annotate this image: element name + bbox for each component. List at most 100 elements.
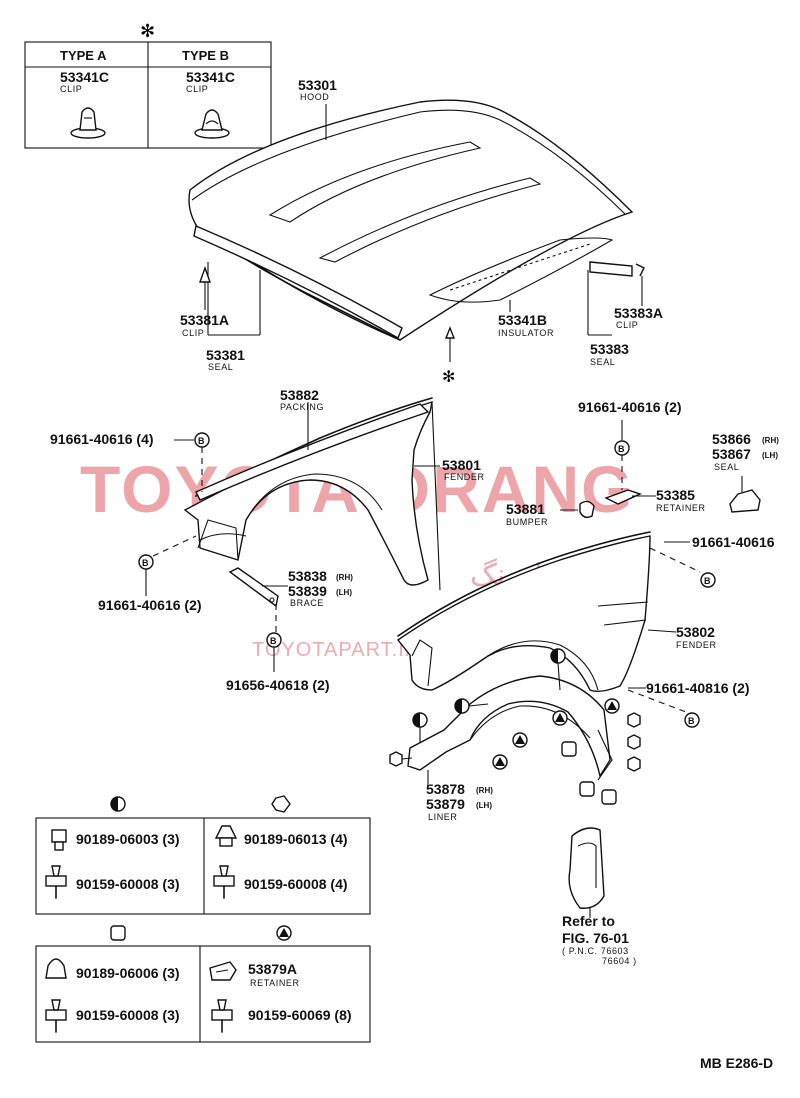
bolt-marker-left-bottom: B xyxy=(138,535,197,596)
fender-lh-label: FENDER xyxy=(444,472,485,482)
fender-rh-pn: 53802 xyxy=(676,624,715,640)
type-b-header: TYPE B xyxy=(182,48,229,63)
screw-icon xyxy=(213,865,235,899)
half-circle-marker xyxy=(550,648,566,691)
fender-rh-label: FENDER xyxy=(676,640,717,650)
clip-53381a-pn: 53381A xyxy=(180,312,229,328)
insulator-label: INSULATOR xyxy=(498,328,554,338)
square-marker xyxy=(561,741,577,757)
retainer-pn: 53385 xyxy=(656,487,695,503)
bolt-marker-fender-right: B xyxy=(649,541,716,588)
note-asterisk-bottom: ✻ xyxy=(442,369,455,386)
liner-rh-pn: 53878 xyxy=(426,781,465,797)
reference-note: Refer to FIG. 76-01 ( P.N.C. 76603 76604… xyxy=(562,913,637,966)
reference-line1: Refer to xyxy=(562,913,615,929)
reference-line3: ( P.N.C. 76603 xyxy=(562,946,629,956)
bolt-retainer-pn: 91661-40616 (2) xyxy=(578,399,682,415)
nut-icon xyxy=(45,958,67,979)
hood-pn: 53301 xyxy=(298,77,337,93)
legend-triangle-symbol xyxy=(276,925,292,941)
type-table: ✻ TYPE A TYPE B 53341C 53341C CLIP CLIP xyxy=(24,21,272,149)
seal-53381-drawing xyxy=(193,225,403,340)
screw-icon xyxy=(211,999,233,1033)
brace-drawing: B xyxy=(228,567,288,672)
bolt-marker-fender-bottom: B xyxy=(627,687,700,728)
bolt-left-bottom-pn: 91661-40616 (2) xyxy=(98,597,202,613)
retainer-clip-icon xyxy=(209,961,237,981)
diamond-marker xyxy=(627,734,641,750)
seal-rh-suffix: (RH) xyxy=(762,436,779,445)
clip-53381a-icon xyxy=(199,265,211,310)
note-asterisk-top: ✻ xyxy=(140,21,155,41)
triangle-marker xyxy=(512,732,528,748)
half-circle-marker xyxy=(412,712,428,742)
legend-table-2-frame xyxy=(35,945,371,1043)
type-a-header: TYPE A xyxy=(60,48,107,63)
legend-square-row1: 90189-06006 (3) xyxy=(76,965,180,981)
bolt-fender-right-pn: 91661-40616 xyxy=(692,534,775,550)
diamond-marker xyxy=(627,756,641,772)
fender-lh-pn: 53801 xyxy=(442,457,481,473)
legend-table-2: 90189-06006 (3) 90159-60008 (3) 53879A R… xyxy=(35,925,371,1043)
brace-rh-pn: 53838 xyxy=(288,568,327,584)
liner-drawing xyxy=(407,675,613,784)
nut-icon xyxy=(214,825,238,847)
svg-text:B: B xyxy=(618,444,625,454)
packing-label: PACKING xyxy=(280,402,324,412)
brace-lh-pn: 53839 xyxy=(288,583,327,599)
bolt-fender-rh-bottom-pn: 91661-40816 (2) xyxy=(646,680,750,696)
fastener-markers xyxy=(389,648,641,805)
bumper-label: BUMPER xyxy=(506,517,548,527)
bolt-marker-left-top: B xyxy=(174,432,210,492)
hood-drawing xyxy=(188,99,634,341)
fender-rh-drawing xyxy=(396,531,651,693)
legend-table-1: 90189-06003 (3) 90159-60008 (3) 90189-06… xyxy=(35,795,371,915)
liner-label: LINER xyxy=(428,812,458,822)
type-a-label: CLIP xyxy=(60,84,82,94)
brace-lh-suffix: (LH) xyxy=(336,588,352,597)
mudflap-drawing xyxy=(568,827,605,918)
nut-icon xyxy=(51,829,67,851)
legend-square-symbol xyxy=(110,925,126,941)
legend-square-row2: 90159-60008 (3) xyxy=(76,1007,180,1023)
retainer-label: RETAINER xyxy=(656,503,706,513)
seal-label: SEAL xyxy=(714,462,739,472)
legend-diamond-row2: 90159-60008 (4) xyxy=(244,876,348,892)
liner-rh-suffix: (RH) xyxy=(476,786,493,795)
svg-text:B: B xyxy=(688,716,695,726)
legend-diamond-symbol xyxy=(271,795,291,813)
figure-code: MB E286-D xyxy=(700,1055,773,1071)
seal-53381-pn: 53381 xyxy=(206,347,245,363)
packing-pn: 53882 xyxy=(280,387,319,403)
svg-text:B: B xyxy=(142,558,149,568)
packing-53882-drawing xyxy=(195,402,430,501)
brace-label: BRACE xyxy=(290,598,324,608)
liner-lh-pn: 53879 xyxy=(426,796,465,812)
clip-53381a-label: CLIP xyxy=(182,328,204,338)
triangle-marker xyxy=(492,754,508,770)
watermark-url: TOYOTAPART.IR xyxy=(252,639,420,661)
hood-clip-asterisk: ✻ xyxy=(442,326,455,386)
diamond-marker xyxy=(627,712,641,728)
legend-half-circle-symbol xyxy=(110,796,126,812)
insulator-pn: 53341B xyxy=(498,312,547,328)
triangle-marker xyxy=(552,710,568,726)
seal-53381-label: SEAL xyxy=(208,362,233,372)
type-b-label: CLIP xyxy=(186,84,208,94)
square-marker xyxy=(579,781,595,797)
legend-diamond-row1: 90189-06013 (4) xyxy=(244,831,348,847)
screw-icon xyxy=(45,865,67,899)
legend-triangle-row1-label: RETAINER xyxy=(250,978,300,988)
seal-53866-drawing xyxy=(729,476,761,513)
hood-label: HOOD xyxy=(300,92,329,102)
square-marker xyxy=(601,789,617,805)
screw-icon xyxy=(45,999,67,1033)
svg-text:B: B xyxy=(270,636,277,646)
bolt-left-top-pn: 91661-40616 (4) xyxy=(50,431,154,447)
legend-table-1-frame xyxy=(35,817,371,915)
brace-rh-suffix: (RH) xyxy=(336,573,353,582)
clip-type-b-icon xyxy=(194,109,230,139)
liner-lh-suffix: (LH) xyxy=(476,801,492,810)
reference-line4: 76604 ) xyxy=(602,956,637,966)
